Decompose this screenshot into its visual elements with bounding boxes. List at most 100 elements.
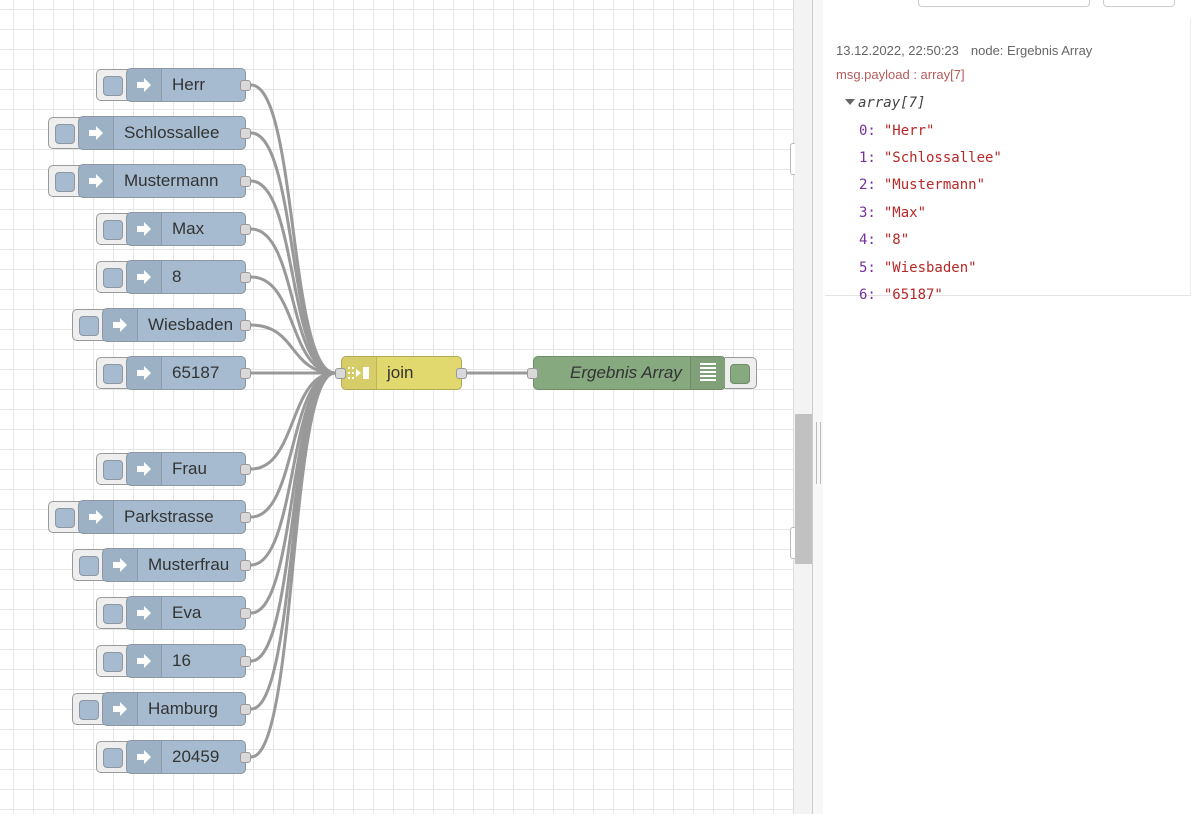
wire[interactable]: [250, 227, 336, 375]
inject-node-label: 65187: [172, 363, 220, 382]
output-port[interactable]: [240, 560, 251, 571]
inject-button-frau[interactable]: [96, 453, 128, 485]
separator-grip[interactable]: [816, 422, 821, 484]
inject-node-16[interactable]: 16: [126, 644, 246, 678]
inject-icon: [103, 309, 138, 341]
output-port[interactable]: [240, 128, 251, 139]
inject-node-frau[interactable]: Frau: [126, 452, 246, 486]
clear-button[interactable]: [1103, 0, 1175, 7]
join-node-label: join: [387, 363, 414, 382]
inject-button-parkstrasse[interactable]: [48, 501, 80, 533]
array-key: 6:: [859, 287, 876, 303]
inject-icon: [127, 69, 162, 101]
output-port[interactable]: [240, 512, 251, 523]
debug-sidebar: 13.12.2022, 22:50:23 node: Ergebnis Array…: [823, 0, 1200, 814]
array-key: 4:: [859, 232, 876, 248]
inject-button-schlossallee[interactable]: [48, 117, 80, 149]
inject-node-label: Schlossallee: [124, 123, 220, 142]
array-toggle[interactable]: array[7]: [845, 95, 925, 111]
output-port[interactable]: [240, 656, 251, 667]
inject-node-label: Mustermann: [124, 171, 219, 190]
inject-node-max[interactable]: Max: [126, 212, 246, 246]
output-port[interactable]: [240, 704, 251, 715]
inject-node-65187[interactable]: 65187: [126, 356, 246, 390]
inject-button-65187[interactable]: [96, 357, 128, 389]
output-port[interactable]: [240, 176, 251, 187]
array-item: 2:"Mustermann": [859, 177, 985, 193]
inject-icon: [127, 213, 162, 245]
debug-node-label: Ergebnis Array: [570, 363, 682, 382]
array-value: "Wiesbaden": [883, 260, 977, 276]
inject-node-20459[interactable]: 20459: [126, 740, 246, 774]
inject-node-parkstrasse[interactable]: Parkstrasse: [78, 500, 246, 534]
inject-button-16[interactable]: [96, 645, 128, 677]
wire[interactable]: [250, 83, 336, 375]
inject-node-label: Musterfrau: [148, 555, 230, 574]
array-key: 1:: [859, 150, 876, 166]
inject-icon: [127, 645, 162, 677]
wire[interactable]: [250, 371, 336, 663]
flow-workspace[interactable]: Herr Schlossallee Mustermann Max 8 Wiesb…: [0, 0, 793, 814]
output-port[interactable]: [456, 368, 467, 379]
join-node[interactable]: join: [341, 356, 462, 390]
inject-node-8[interactable]: 8: [126, 260, 246, 294]
debug-toggle-button[interactable]: [725, 357, 757, 389]
message-topic: msg.payload : array[7]: [836, 67, 965, 82]
caret-down-icon: [845, 99, 855, 105]
message-node-link[interactable]: node: Ergebnis Array: [970, 43, 1093, 58]
wire[interactable]: [250, 371, 336, 759]
output-port[interactable]: [240, 272, 251, 283]
output-port[interactable]: [240, 608, 251, 619]
palette-tab[interactable]: [790, 143, 795, 175]
inject-node-wiesbaden[interactable]: Wiesbaden: [102, 308, 246, 342]
inject-node-label: Parkstrasse: [124, 507, 214, 526]
inject-node-musterfrau[interactable]: Musterfrau: [102, 548, 246, 582]
array-value: "Herr": [883, 123, 935, 139]
inject-node-label: Max: [172, 219, 205, 238]
inject-button-mustermann[interactable]: [48, 165, 80, 197]
debug-message[interactable]: 13.12.2022, 22:50:23 node: Ergebnis Array…: [825, 18, 1191, 303]
array-key: 2:: [859, 177, 876, 193]
output-port[interactable]: [240, 224, 251, 235]
vertical-scrollbar[interactable]: [793, 0, 813, 814]
inject-button-herr[interactable]: [96, 69, 128, 101]
filter-field[interactable]: [918, 0, 1090, 7]
inject-button-wiesbaden[interactable]: [72, 309, 104, 341]
output-port[interactable]: [240, 80, 251, 91]
inject-button-musterfrau[interactable]: [72, 549, 104, 581]
palette-tab[interactable]: [790, 527, 795, 559]
inject-icon: [127, 453, 162, 485]
inject-icon: [127, 597, 162, 629]
input-port[interactable]: [335, 368, 346, 379]
array-value: "Schlossallee": [883, 150, 1002, 166]
message-timestamp: 13.12.2022, 22:50:23: [836, 43, 959, 58]
wire[interactable]: [250, 179, 336, 375]
array-key: 3:: [859, 205, 876, 221]
array-item: 3:"Max": [859, 205, 926, 221]
inject-button-eva[interactable]: [96, 597, 128, 629]
inject-icon: [127, 741, 162, 773]
output-port[interactable]: [240, 368, 251, 379]
output-port[interactable]: [240, 320, 251, 331]
inject-button-20459[interactable]: [96, 741, 128, 773]
scrollbar-thumb[interactable]: [795, 414, 812, 564]
inject-node-schlossallee[interactable]: Schlossallee: [78, 116, 246, 150]
inject-node-label: Eva: [172, 603, 202, 622]
inject-button-hamburg[interactable]: [72, 693, 104, 725]
wire[interactable]: [250, 275, 336, 375]
inject-node-label: 20459: [172, 747, 220, 766]
inject-node-hamburg[interactable]: Hamburg: [102, 692, 246, 726]
output-port[interactable]: [240, 752, 251, 763]
wire[interactable]: [250, 131, 336, 375]
inject-node-herr[interactable]: Herr: [126, 68, 246, 102]
array-label: array[7]: [858, 95, 926, 111]
array-item: 6:"65187": [859, 287, 943, 303]
inject-button-8[interactable]: [96, 261, 128, 293]
output-port[interactable]: [240, 464, 251, 475]
wire[interactable]: [250, 323, 336, 375]
debug-node-ergebnis-array[interactable]: Ergebnis Array: [533, 356, 726, 390]
inject-button-max[interactable]: [96, 213, 128, 245]
inject-node-mustermann[interactable]: Mustermann: [78, 164, 246, 198]
input-port[interactable]: [527, 368, 538, 379]
inject-node-eva[interactable]: Eva: [126, 596, 246, 630]
